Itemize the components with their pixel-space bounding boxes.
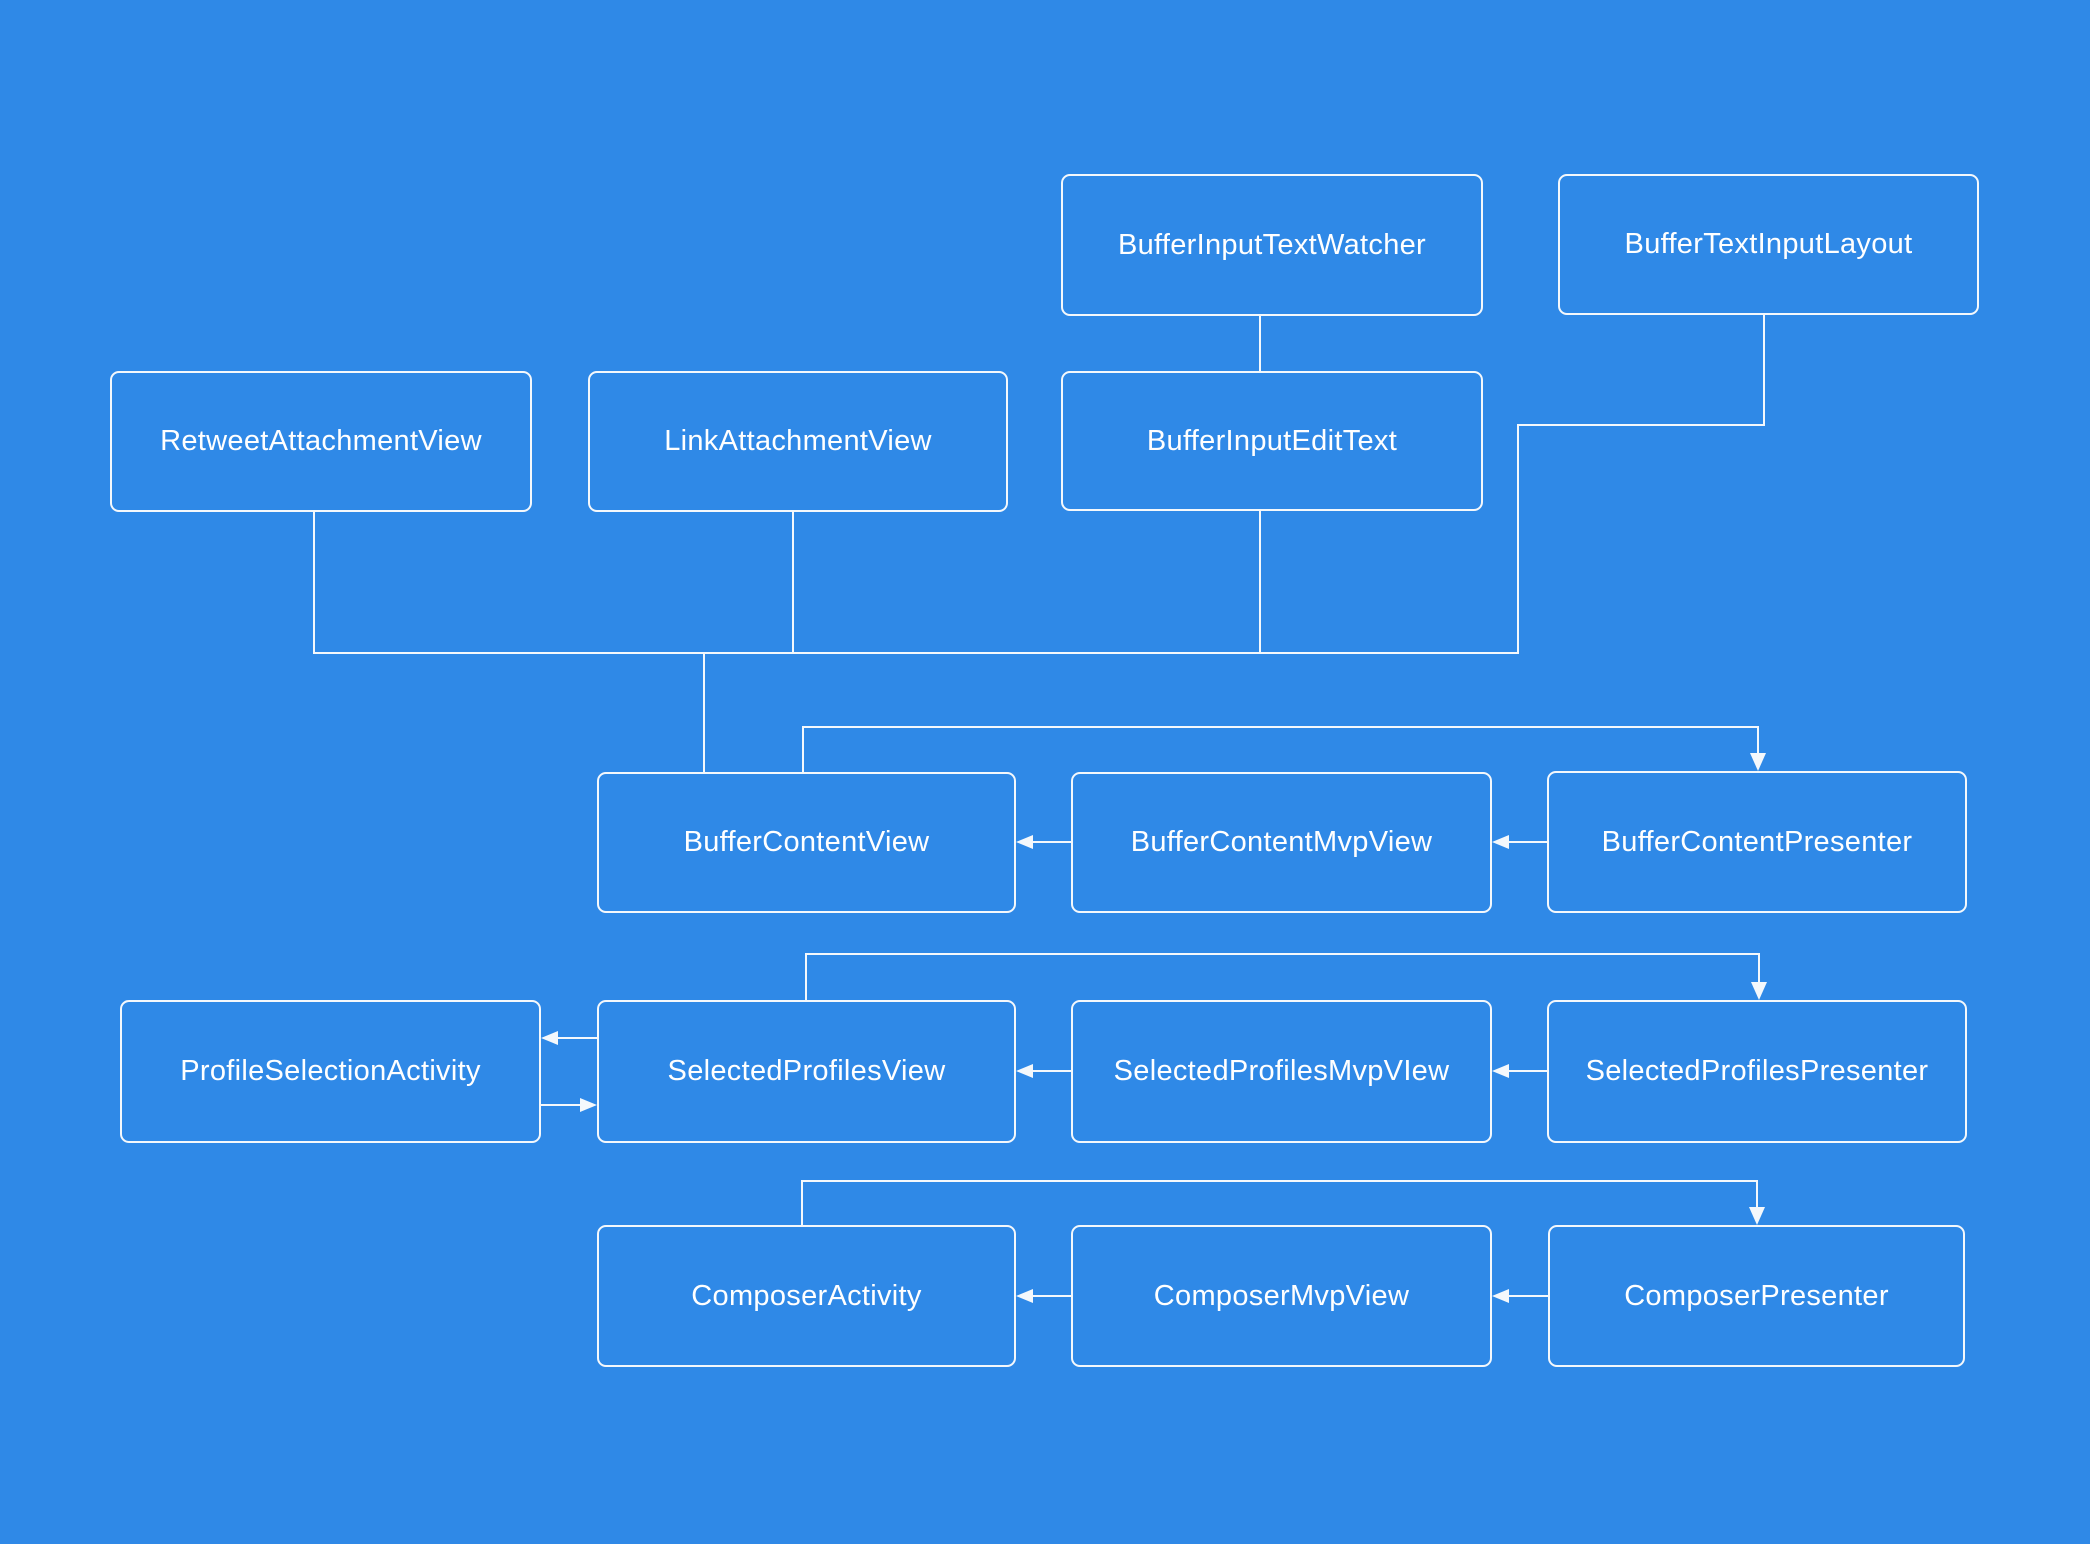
- edge-bufferinputedittext-to-bus: [1259, 509, 1261, 654]
- node-composer-mvp-view: ComposerMvpView: [1071, 1225, 1492, 1367]
- node-label: ProfileSelectionActivity: [180, 1055, 481, 1087]
- node-selected-profiles-view: SelectedProfilesView: [597, 1000, 1016, 1143]
- node-selected-profiles-mvp-view: SelectedProfilesMvpVIew: [1071, 1000, 1492, 1143]
- node-profile-selection-activity: ProfileSelectionActivity: [120, 1000, 541, 1143]
- edge-selectedprofilesmvpview-to-selectedprofilesview: [1016, 1064, 1071, 1078]
- edge-retweetattachmentview-to-bus: [313, 510, 315, 654]
- arrowhead-left-icon: [1492, 1289, 1509, 1303]
- node-buffer-content-mvp-view: BufferContentMvpView: [1071, 772, 1492, 913]
- edge-selectedprofilesview-to-profileselectionactivity: [541, 1031, 597, 1045]
- node-label: ComposerActivity: [691, 1279, 922, 1312]
- arrowhead-down-icon: [1751, 982, 1767, 1000]
- arrowhead-right-icon: [580, 1098, 597, 1112]
- edge-selectedprofilesview-to-selectedprofilespresenter: [805, 953, 1759, 955]
- arrowhead-down-icon: [1749, 1207, 1765, 1225]
- arrowhead-left-icon: [1016, 835, 1033, 849]
- node-label: LinkAttachmentView: [664, 425, 932, 457]
- node-buffer-content-presenter: BufferContentPresenter: [1547, 771, 1967, 913]
- node-label: ComposerMvpView: [1153, 1279, 1410, 1312]
- node-label: SelectedProfilesMvpVIew: [1113, 1055, 1450, 1087]
- arrowhead-left-icon: [541, 1031, 558, 1045]
- node-retweet-attachment-view: RetweetAttachmentView: [110, 371, 532, 512]
- node-label: BufferInputTextWatcher: [1117, 228, 1427, 261]
- edge-arrow-into-composerpresenter: [1749, 1180, 1765, 1225]
- edge-composeractivity-to-composerpresenter: [801, 1180, 1757, 1182]
- arrowhead-left-icon: [1492, 1064, 1509, 1078]
- edge-buffertextinputlayout-elbow: [1517, 424, 1765, 426]
- edge-arrow-into-selectedprofilespresenter: [1751, 953, 1767, 1000]
- arrowhead-down-icon: [1750, 753, 1766, 771]
- edge-bus-line: [313, 652, 1519, 654]
- edge-buffercontentmvpview-to-buffercontentview: [1016, 835, 1071, 849]
- edge-buffercontentpresenter-to-buffercontentmvpview: [1492, 835, 1547, 849]
- node-buffer-text-input-layout: BufferTextInputLayout: [1558, 174, 1979, 315]
- node-buffer-content-view: BufferContentView: [597, 772, 1016, 913]
- node-composer-activity: ComposerActivity: [597, 1225, 1016, 1367]
- edge-bufferinputtextwatcher-to-bufferinputedittext: [1259, 315, 1261, 373]
- edge-buffercontentview-to-buffercontentpresenter: [802, 726, 1758, 728]
- node-label: BufferTextInputLayout: [1624, 228, 1913, 260]
- node-label: BufferContentView: [683, 826, 930, 858]
- edge-composerpresenter-to-composermvpview: [1492, 1289, 1548, 1303]
- node-buffer-input-edit-text: BufferInputEditText: [1061, 371, 1483, 511]
- edge-buffertextinputlayout-to-bus: [1517, 424, 1519, 654]
- edge-selectedprofilespresenter-to-selectedprofilesmvpview: [1492, 1064, 1547, 1078]
- node-selected-profiles-presenter: SelectedProfilesPresenter: [1547, 1000, 1967, 1143]
- edge-bus-to-buffercontentview: [703, 652, 705, 774]
- node-label: BufferContentPresenter: [1601, 825, 1913, 858]
- arrowhead-left-icon: [1016, 1289, 1033, 1303]
- node-label: ComposerPresenter: [1624, 1279, 1889, 1312]
- node-composer-presenter: ComposerPresenter: [1548, 1225, 1965, 1367]
- node-label: SelectedProfilesPresenter: [1585, 1055, 1929, 1087]
- edge-buffertextinputlayout-drop: [1763, 314, 1765, 426]
- edge-selectedprofilesview-up: [805, 953, 807, 1001]
- node-link-attachment-view: LinkAttachmentView: [588, 371, 1008, 512]
- node-label: BufferInputEditText: [1146, 424, 1398, 457]
- edge-arrow-into-buffercontentpresenter: [1750, 726, 1766, 771]
- node-label: BufferContentMvpView: [1130, 826, 1433, 858]
- edge-buffercontentview-up: [802, 726, 804, 774]
- node-buffer-input-text-watcher: BufferInputTextWatcher: [1061, 174, 1483, 316]
- edge-profileselectionactivity-to-selectedprofilesview: [541, 1098, 597, 1112]
- edge-composermvpview-to-composeractivity: [1016, 1289, 1071, 1303]
- arrowhead-left-icon: [1016, 1064, 1033, 1078]
- arrowhead-left-icon: [1492, 835, 1509, 849]
- node-label: SelectedProfilesView: [667, 1055, 946, 1087]
- node-label: RetweetAttachmentView: [160, 425, 482, 457]
- edge-linkattachmentview-to-bus: [792, 510, 794, 654]
- edge-composeractivity-up: [801, 1180, 803, 1227]
